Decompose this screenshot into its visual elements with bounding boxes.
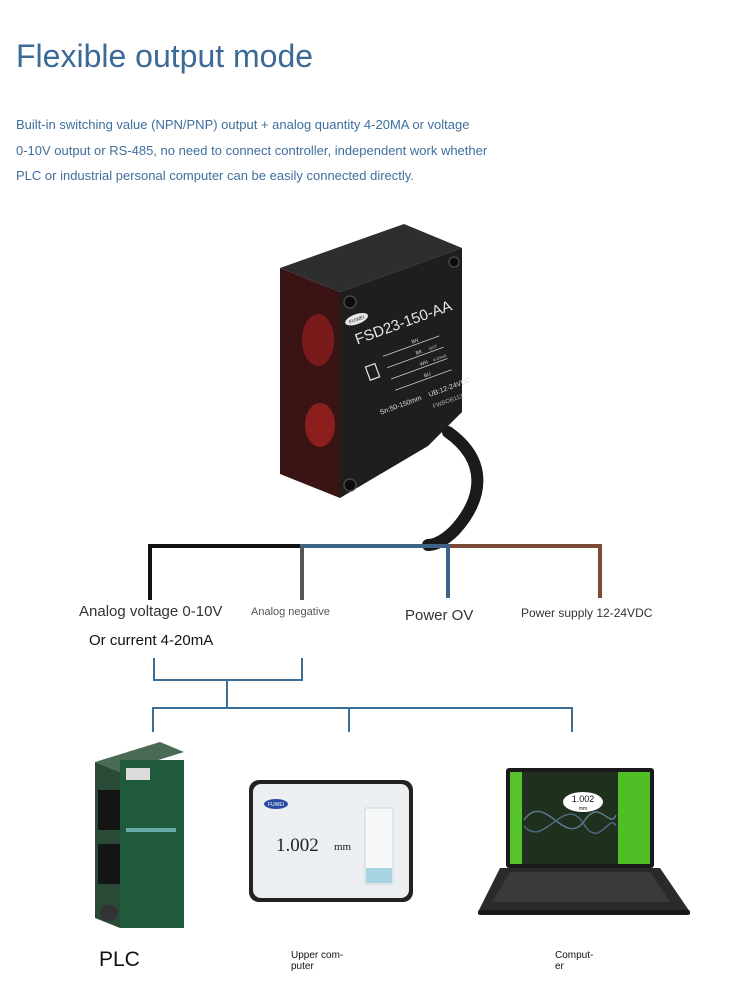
- display-level-bar: [366, 868, 392, 883]
- wire-code: WH: [419, 359, 429, 368]
- description-line: PLC or industrial personal computer can …: [16, 168, 414, 183]
- wire-fanout: [148, 544, 602, 600]
- wire-note: OUT: [428, 343, 438, 351]
- upper-computer-label: Upper com- puter: [291, 950, 343, 972]
- page-title: Flexible output mode: [16, 38, 314, 74]
- computer-label-line: Comput-: [555, 950, 594, 961]
- computer-label-line: er: [555, 961, 564, 972]
- upper-computer-label-line: puter: [291, 961, 314, 972]
- laptop-image: 1.002 mm: [478, 768, 690, 915]
- plc-label: PLC: [99, 948, 140, 971]
- analog-voltage-label: Analog voltage 0-10V: [79, 603, 223, 620]
- display-device-image: FUWEI 1.002 mm: [249, 780, 413, 902]
- wire-code: BU: [423, 371, 432, 379]
- mount-hole: [448, 256, 460, 268]
- description-line: Built-in switching value (NPN/PNP) outpu…: [16, 117, 470, 132]
- wire-code: BN: [411, 337, 420, 345]
- analog-negative-label: Analog negative: [251, 606, 330, 618]
- display-brand: FUWEI: [268, 802, 284, 808]
- connection-tree: [152, 658, 573, 732]
- black-wire: [148, 544, 300, 600]
- plc-image: [95, 742, 184, 928]
- computer-label: Comput- er: [555, 950, 593, 972]
- analog-current-label: Or current 4-20mA: [89, 632, 214, 649]
- laptop-value: 1.002: [572, 794, 595, 804]
- wire-code: BK: [415, 349, 424, 357]
- mount-hole: [343, 295, 357, 309]
- laptop-unit: mm: [579, 806, 587, 812]
- description: Built-in switching value (NPN/PNP) outpu…: [16, 112, 536, 189]
- brown-wire: [450, 544, 602, 598]
- wire-note: 4-20mA: [432, 353, 447, 363]
- sensor-top: [280, 224, 462, 292]
- description-line: 0-10V output or RS-485, no need to conne…: [16, 142, 488, 158]
- emitter-lens: [302, 314, 334, 366]
- power-ov-label: Power OV: [405, 607, 474, 624]
- sensor-side: [340, 248, 462, 498]
- blue-wire: [300, 544, 450, 600]
- display-unit: mm: [334, 841, 352, 853]
- sensor-image: FUWEI FSD23-150-AA BN BK WH BU OUT 4-20m…: [280, 224, 472, 498]
- sensor-lens-face: [280, 268, 340, 498]
- receiver-lens: [305, 403, 335, 447]
- display-value: 1.002: [276, 835, 319, 856]
- power-supply-label: Power supply 12-24VDC: [521, 606, 653, 620]
- upper-computer-label-line: Upper com-: [291, 950, 344, 961]
- mount-hole: [343, 478, 357, 492]
- sensor-cable: [422, 426, 484, 551]
- sensor-brand: FUWEI: [348, 315, 365, 326]
